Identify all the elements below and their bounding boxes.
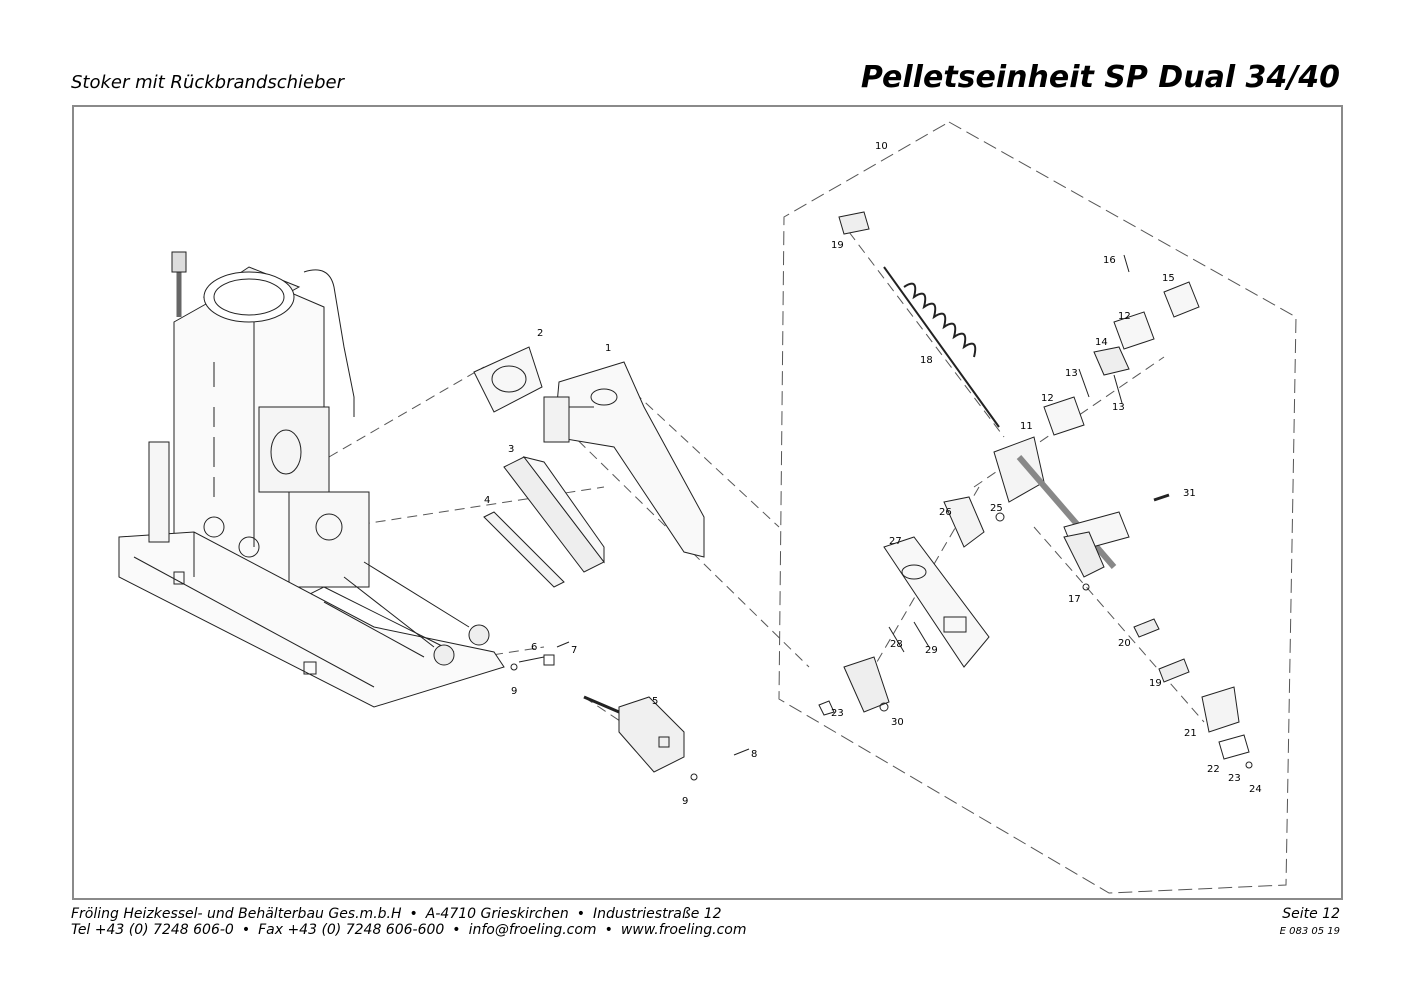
callout-part-2: 2 — [537, 328, 544, 339]
callout-part-14: 14 — [1095, 337, 1108, 348]
callout-part-12-b: 12 — [1118, 311, 1131, 322]
callout-part-4: 4 — [484, 495, 491, 506]
page-number: Seite 12 — [1282, 906, 1340, 922]
boiler-body — [171, 251, 370, 628]
feed-assembly-boundary — [778, 121, 1297, 894]
footer-street: Industriestraße 12 — [592, 906, 722, 922]
footer-city: A-4710 Grieskirchen — [425, 906, 569, 922]
callout-part-15: 15 — [1162, 273, 1175, 284]
footer-email[interactable]: info@froeling.com — [468, 922, 597, 938]
footer-company: Fröling Heizkessel- und Behälterbau Ges.… — [71, 906, 402, 922]
callout-part-7: 7 — [571, 645, 578, 656]
callout-part-29: 29 — [925, 645, 938, 656]
callout-part-19-b: 19 — [1149, 678, 1162, 689]
callout-part-3: 3 — [508, 444, 515, 455]
footer-company-line: Fröling Heizkessel- und Behälterbau Ges.… — [71, 906, 722, 922]
footer-web[interactable]: www.froeling.com — [620, 922, 747, 938]
callout-part-13-a: 13 — [1065, 368, 1078, 379]
callout-part-23-b: 23 — [1228, 773, 1241, 784]
exploded-view-drawing — [118, 121, 1297, 894]
part-3-cover — [503, 456, 605, 573]
callout-part-10: 10 — [875, 141, 888, 152]
callout-part-13-b: 13 — [1112, 402, 1125, 413]
callout-part-21: 21 — [1184, 728, 1197, 739]
part-2-flange-plate — [473, 346, 543, 413]
callout-part-24: 24 — [1249, 784, 1262, 795]
document-code: E 083 05 19 — [1279, 926, 1340, 937]
callout-part-22: 22 — [1207, 764, 1220, 775]
callout-part-9-b: 9 — [682, 796, 689, 807]
callout-part-16: 16 — [1103, 255, 1116, 266]
callout-part-11: 11 — [1020, 421, 1033, 432]
part-1-stoker-channel — [543, 361, 705, 558]
fasteners-6-7-9 — [510, 641, 570, 671]
callout-part-23-a: 23 — [831, 708, 844, 719]
callout-part-12-a: 12 — [1041, 393, 1054, 404]
callout-part-20: 20 — [1118, 638, 1131, 649]
page-title: Pelletseinheit SP Dual 34/40 — [860, 60, 1340, 95]
callout-part-5: 5 — [652, 696, 659, 707]
callout-part-30: 30 — [891, 717, 904, 728]
callout-part-31: 31 — [1183, 488, 1196, 499]
callout-part-1: 1 — [605, 343, 612, 354]
part-4-strip — [483, 511, 565, 588]
feed-screw-assembly — [818, 211, 1253, 769]
boiler-base-frame — [118, 441, 505, 708]
callout-part-9-a: 9 — [511, 686, 518, 697]
callout-part-8: 8 — [751, 749, 758, 760]
footer-contact-line: Tel +43 (0) 7248 606-0•Fax +43 (0) 7248 … — [71, 922, 747, 938]
callout-part-27: 27 — [889, 536, 902, 547]
footer-fax: Fax +43 (0) 7248 606-600 — [258, 922, 445, 938]
part-5-drive-unit — [583, 695, 750, 781]
callout-part-18: 18 — [920, 355, 933, 366]
callout-part-17: 17 — [1068, 594, 1081, 605]
callout-part-25: 25 — [990, 503, 1003, 514]
callout-part-28: 28 — [890, 639, 903, 650]
page-subtitle: Stoker mit Rückbrandschieber — [71, 72, 345, 93]
callout-part-19-a: 19 — [831, 240, 844, 251]
callout-part-6: 6 — [531, 642, 538, 653]
callout-part-26: 26 — [939, 507, 952, 518]
diagram-frame: 1 2 3 4 5 6 7 8 9 9 10 11 12 12 13 13 14… — [72, 105, 1343, 900]
footer-phone: Tel +43 (0) 7248 606-0 — [71, 922, 234, 938]
